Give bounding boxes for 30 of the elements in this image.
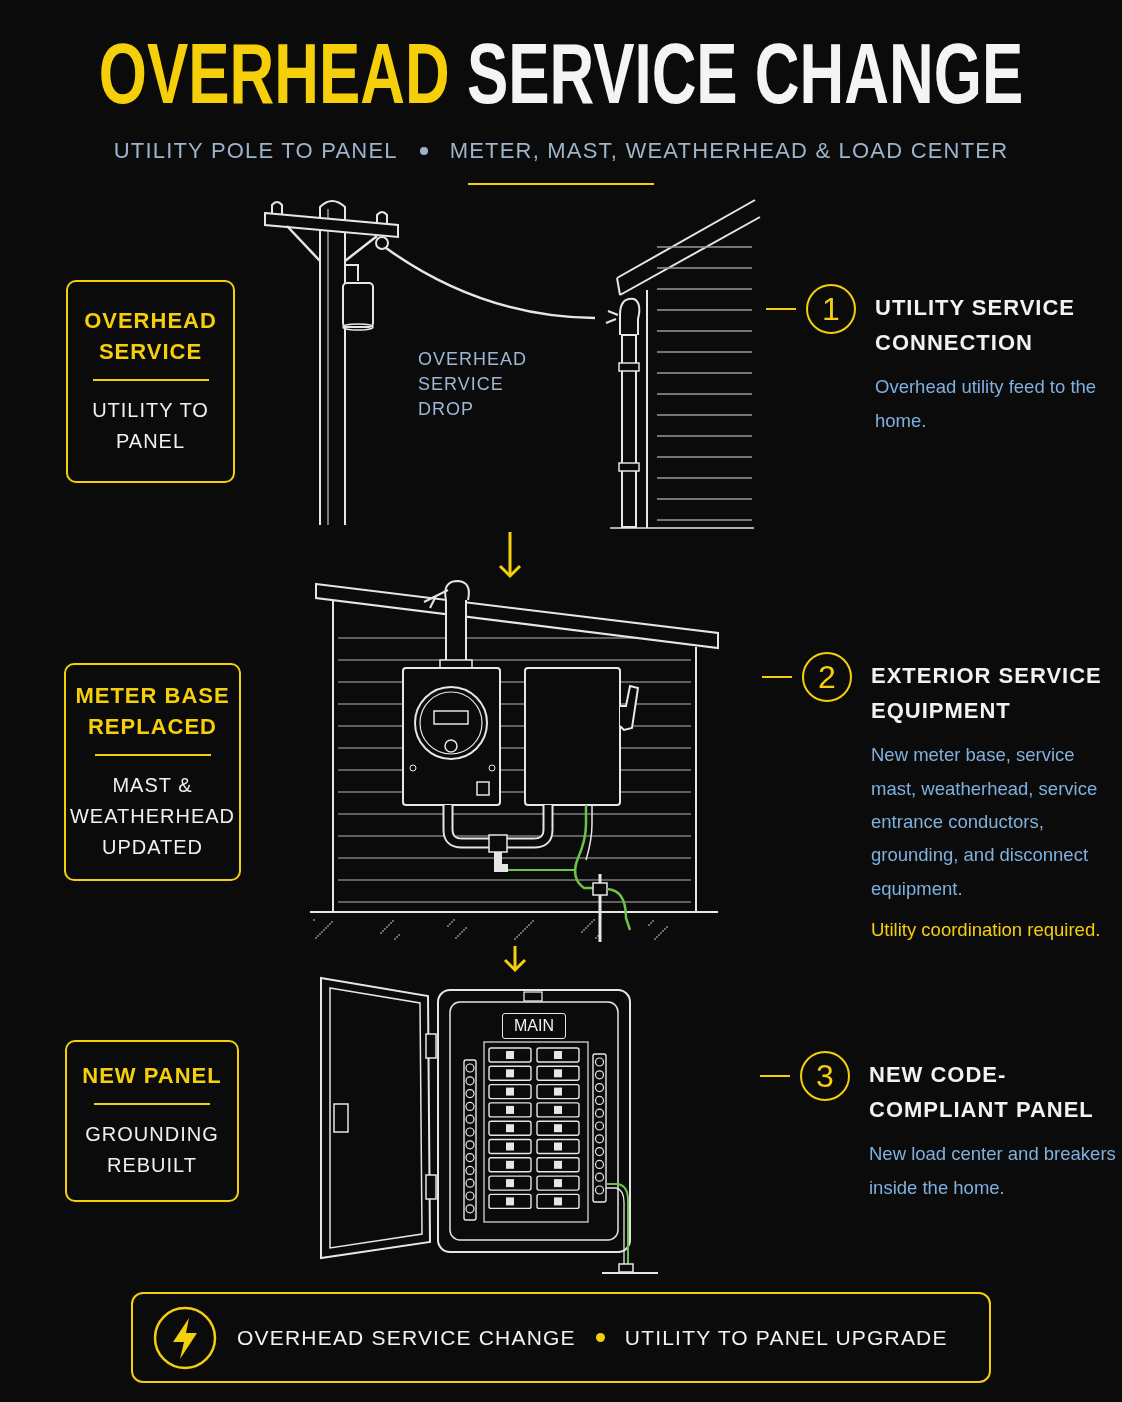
summary-card — [65, 1040, 239, 1202]
step-description: New meter base, service mast, weatherhead, service entrance conductors, grounding, and disconnect equipment. — [871, 743, 1099, 901]
summary-card — [64, 663, 241, 881]
card-text: GROUNDING REBUILT — [84, 1122, 220, 1179]
step-description: Overhead utility feed to the home. — [875, 375, 1098, 433]
step-description: New load center and breakers inside the home. — [869, 1142, 1117, 1200]
step-number: 2 — [802, 652, 852, 702]
step-heading: EXTERIOR SERVICE EQUIPMENT — [871, 662, 1103, 726]
meter-base-disconnect-drawing — [308, 578, 720, 944]
footer-banner — [131, 1292, 991, 1383]
step-number: 1 — [806, 284, 856, 334]
step-note: Utility coordination required. — [871, 917, 1102, 942]
wire-label: OVERHEAD SERVICE DROP — [418, 348, 529, 422]
card-heading: METER BASE REPLACED — [74, 681, 231, 741]
banner-text: OVERHEAD SERVICE CHANGE — [237, 1325, 576, 1350]
card-heading: NEW PANEL — [82, 1061, 222, 1090]
subtitle-text: METER, MAST, WEATHERHEAD & LOAD CENTER — [449, 138, 1009, 164]
banner-text: UTILITY TO PANEL UPGRADE — [624, 1325, 948, 1350]
card-text: MAST & WEATHERHEAD UPDATED — [69, 773, 236, 861]
flow-arrow — [503, 946, 527, 972]
flow-arrow — [498, 532, 522, 578]
step-heading: UTILITY SERVICE CONNECTION — [875, 294, 1076, 358]
main-breaker-label: MAIN — [502, 1013, 566, 1039]
step-number: 3 — [800, 1051, 850, 1101]
card-text: UTILITY TO PANEL — [91, 398, 210, 455]
subtitle-text: UTILITY POLE TO PANEL — [113, 138, 398, 164]
title: OVERHEAD SERVICE CHANGE — [98, 30, 1024, 116]
step-heading: NEW CODE-COMPLIANT PANEL — [869, 1061, 1095, 1125]
card-heading: OVERHEAD SERVICE — [83, 306, 218, 366]
summary-card — [66, 280, 235, 483]
